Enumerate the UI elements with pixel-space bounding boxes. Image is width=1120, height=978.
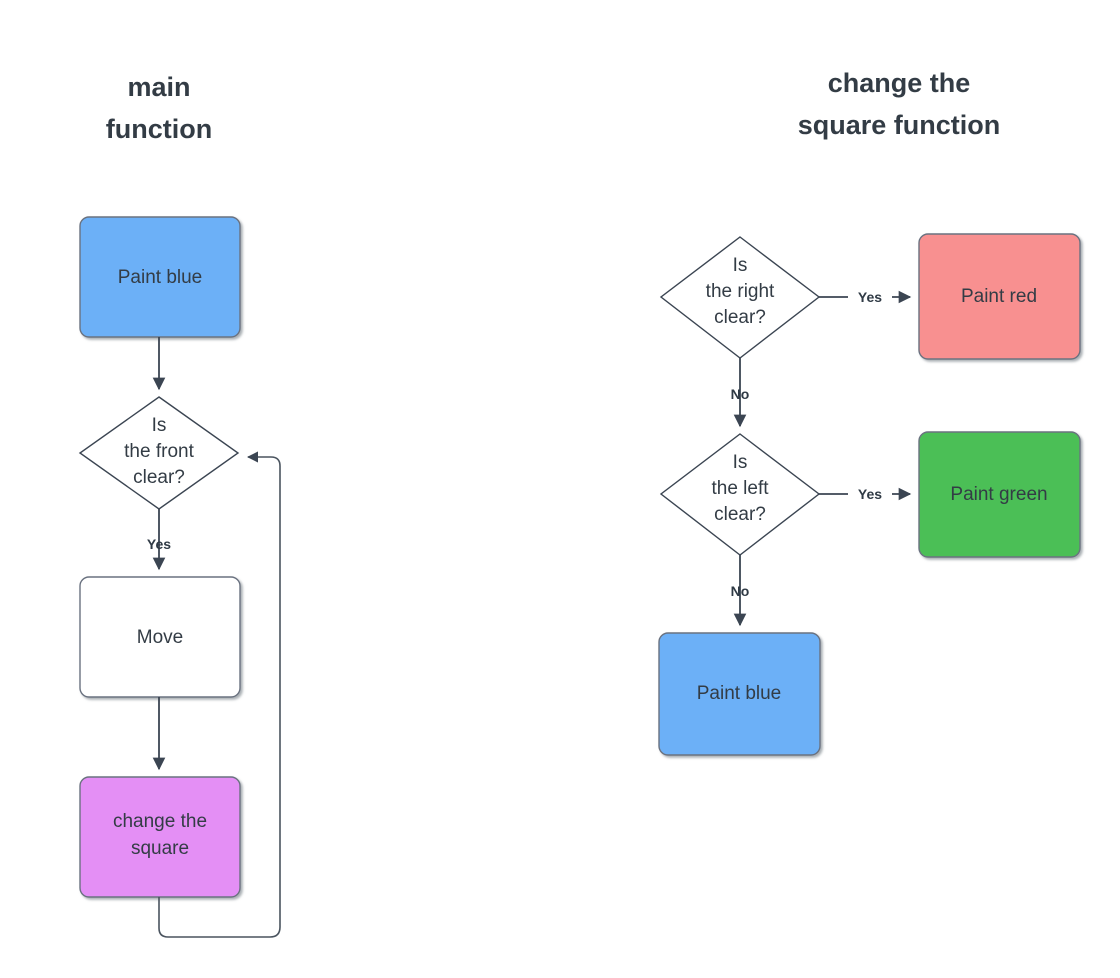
node-sq-paint-blue-label: Paint blue — [697, 683, 782, 704]
node-main-change-square-line1: change the — [113, 811, 207, 832]
node-sq-left-clear-line1: Is — [733, 452, 748, 473]
node-main-move-shape — [79, 576, 241, 698]
node-main-front-clear-line2: the front — [124, 441, 194, 462]
node-main-move[interactable]: Move — [79, 576, 241, 698]
node-sq-right-clear[interactable]: Is the right clear? — [659, 236, 821, 359]
node-sq-left-clear-line2: the left — [711, 478, 769, 499]
node-main-move-label: Move — [137, 627, 183, 648]
node-sq-paint-blue-shape — [658, 632, 821, 756]
node-sq-left-clear-line3: clear? — [714, 504, 766, 525]
node-sq-paint-red-shape — [918, 233, 1081, 360]
edge-label-no-right-clear: No — [731, 386, 750, 402]
node-sq-paint-green-label: Paint green — [950, 484, 1047, 505]
edge-loopback-change-square-to-front-clear — [158, 451, 281, 938]
node-sq-paint-green[interactable]: Paint green — [918, 431, 1081, 558]
node-main-change-square-line2: square — [131, 838, 189, 859]
node-main-paint-blue-shape — [79, 216, 241, 338]
edge-label-no-left-clear: No — [731, 583, 750, 599]
edge-label-yes-right-clear-backing — [848, 288, 892, 307]
node-main-change-square[interactable]: change the square — [79, 776, 241, 898]
node-sq-paint-blue[interactable]: Paint blue — [658, 632, 821, 756]
node-main-front-clear-line1: Is — [152, 415, 167, 436]
node-sq-right-clear-line2: the right — [706, 281, 775, 302]
edge-label-yes-right-clear: Yes — [858, 289, 882, 305]
edge-label-yes-front-clear: Yes — [147, 536, 171, 552]
node-sq-paint-green-shape — [918, 431, 1081, 558]
change-square-function-title: change the square function — [797, 68, 1001, 141]
main-function-title: main function — [105, 72, 213, 145]
node-main-change-square-shape — [79, 776, 241, 898]
edge-label-yes-left-clear-backing — [848, 485, 892, 504]
edge-label-yes-left-clear: Yes — [858, 486, 882, 502]
node-main-front-clear[interactable]: Is the front clear? — [78, 396, 240, 510]
node-sq-paint-red[interactable]: Paint red — [918, 233, 1081, 360]
node-sq-right-clear-line3: clear? — [714, 307, 766, 328]
node-sq-right-clear-line1: Is — [733, 255, 748, 276]
node-main-paint-blue-label: Paint blue — [118, 267, 203, 288]
node-sq-left-clear[interactable]: Is the left clear? — [659, 433, 821, 556]
node-main-front-clear-line3: clear? — [133, 467, 185, 488]
node-main-paint-blue[interactable]: Paint blue — [79, 216, 241, 338]
node-sq-paint-red-label: Paint red — [961, 286, 1037, 307]
